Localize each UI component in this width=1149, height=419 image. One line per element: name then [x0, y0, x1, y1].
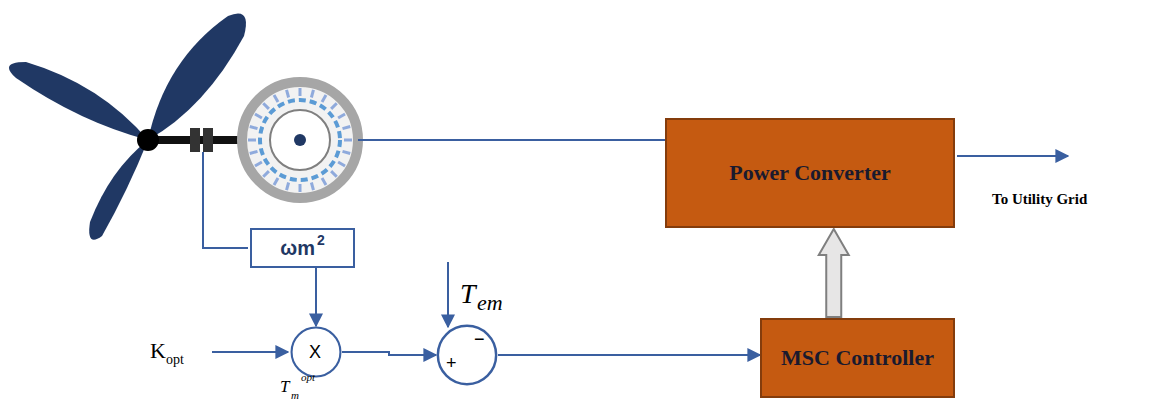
block-arrow [819, 229, 849, 317]
stator-tooth [263, 171, 269, 177]
node-text: − [474, 330, 485, 348]
tem-arrow [447, 262, 449, 327]
stator-tooth [274, 178, 278, 185]
gain-symbol: K [150, 340, 166, 362]
stator-tooth [263, 103, 269, 109]
multiplier-circle: X [290, 326, 342, 378]
stator-tooth [255, 114, 262, 118]
stator-tooth [248, 139, 256, 142]
circle-outline [436, 324, 498, 386]
stator-tooth [311, 90, 313, 98]
stator-tooth [331, 103, 337, 109]
node-text: + [446, 354, 457, 372]
controller-box: MSC Controller [760, 318, 955, 398]
torque-symbol: T [280, 378, 289, 395]
stator-tooth [343, 127, 351, 129]
coupling [190, 128, 200, 152]
stator-tooth [343, 151, 351, 153]
grid-label: To Utility Grid [992, 192, 1087, 207]
torque-subscript: m [291, 390, 299, 401]
torque-subscript: em [477, 292, 503, 314]
stator-tooth [287, 90, 289, 98]
grid-arrow [957, 155, 1068, 157]
stator-tooth [322, 95, 326, 102]
stator-tooth [338, 114, 345, 118]
node-text: Power Converter [729, 160, 890, 186]
node-text: MSC Controller [781, 345, 934, 371]
stator-tooth [344, 139, 352, 142]
torque-superscript: opt [301, 372, 315, 383]
turbine-blades [9, 14, 246, 240]
stator-tooth [250, 151, 258, 153]
stator-tooth [255, 162, 262, 166]
summing-junction: +− [436, 324, 498, 386]
power-line [358, 139, 665, 141]
converter-box: Power Converter [665, 118, 955, 228]
stator-tooth [331, 171, 337, 177]
node-text: 2 [317, 232, 325, 248]
signal-arrow [342, 352, 436, 355]
stator-tooth [274, 95, 278, 102]
stator-tooth [287, 183, 289, 191]
stator-tooth [299, 184, 302, 192]
stator-tooth [322, 178, 326, 185]
kopt-arrow [212, 351, 288, 353]
stator-tooth [299, 88, 302, 96]
torque-symbol: T [460, 280, 476, 308]
node-text: ωm [280, 237, 315, 260]
stator-tooth [311, 183, 313, 191]
signal-arrow [315, 268, 317, 326]
gain-subscript: opt [166, 353, 184, 367]
hub [137, 129, 159, 151]
node-text: X [309, 343, 321, 361]
coupling [203, 128, 213, 152]
generator [242, 82, 358, 198]
speed-signal [203, 152, 248, 248]
stator-tooth [250, 127, 258, 129]
signal-arrow [498, 354, 760, 356]
square-block: ωm2 [250, 228, 355, 268]
stator-tooth [338, 162, 345, 166]
